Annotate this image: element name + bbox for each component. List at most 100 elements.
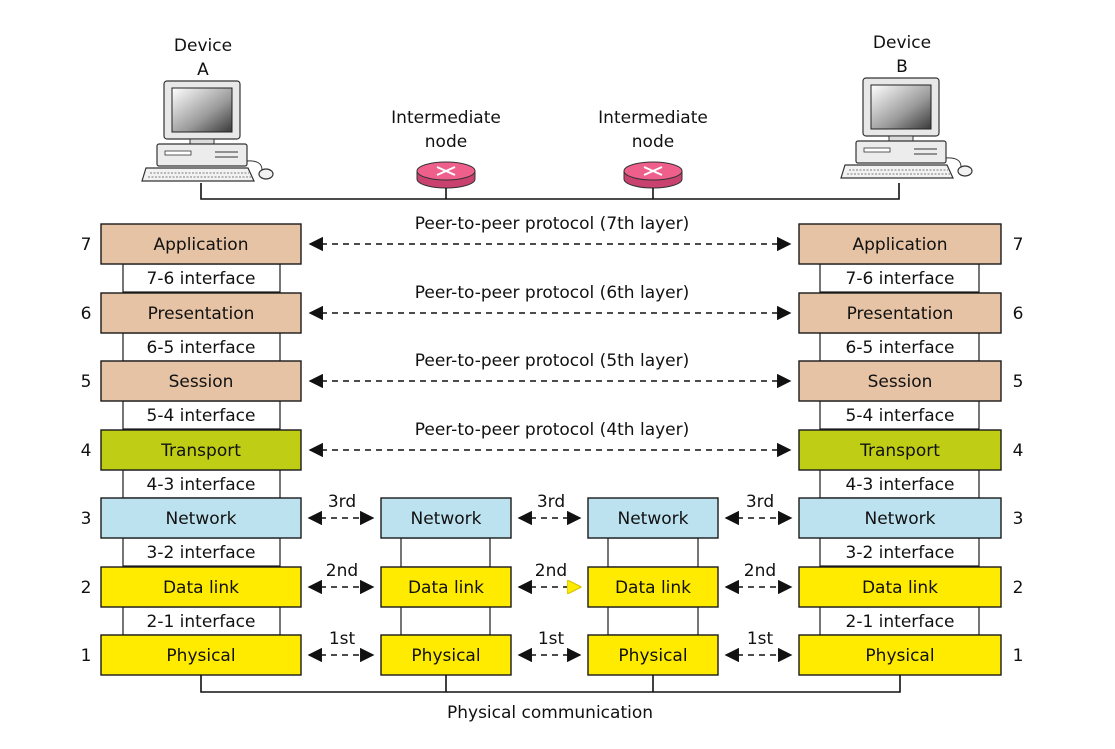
protocol-label: Peer-to-peer protocol (4th layer) bbox=[415, 420, 690, 440]
device-a-label-line2: A bbox=[197, 60, 209, 80]
layer-box-network bbox=[380, 497, 512, 539]
layer-box-application bbox=[798, 223, 1002, 265]
interface-connector bbox=[400, 537, 491, 568]
layer-number: 5 bbox=[81, 372, 92, 392]
layer-box-presentation bbox=[100, 292, 302, 334]
hop-label: 2nd bbox=[744, 561, 776, 581]
layer-label: Application bbox=[853, 235, 948, 255]
layer-number: 3 bbox=[1013, 509, 1024, 529]
layer-number: 6 bbox=[81, 304, 92, 324]
layer-number: 7 bbox=[1013, 235, 1024, 255]
stack-node-1: Network Data link Physical bbox=[380, 497, 512, 676]
interface-connector bbox=[607, 606, 699, 636]
layer-label: Transport bbox=[160, 441, 241, 461]
router-icon bbox=[623, 161, 683, 189]
stack-node-2: Network Data link Physical bbox=[587, 497, 719, 676]
layer-label: Network bbox=[166, 509, 237, 529]
layer-label: Physical bbox=[865, 646, 934, 666]
interface-label: 7-6 interface bbox=[846, 269, 955, 289]
hop-label: 3rd bbox=[328, 492, 356, 512]
interface-label: 5-4 interface bbox=[147, 406, 256, 426]
peer-arrows: Peer-to-peer protocol (7th layer) Peer-t… bbox=[308, 214, 792, 458]
layer-label: Data link bbox=[408, 578, 484, 598]
layer-box-data-link bbox=[100, 566, 302, 608]
interface-connector bbox=[122, 400, 281, 430]
layer-box-network bbox=[798, 497, 1002, 539]
layer-box-session bbox=[100, 360, 302, 402]
layer-label: Data link bbox=[862, 578, 938, 598]
interface-connector bbox=[122, 332, 281, 362]
computer-icon bbox=[141, 80, 274, 182]
layer-label: Presentation bbox=[847, 304, 954, 324]
interface-label: 7-6 interface bbox=[147, 269, 256, 289]
physical-link bbox=[200, 675, 901, 693]
layer-label: Network bbox=[865, 509, 936, 529]
layer-box-network bbox=[587, 497, 719, 539]
layer-box-session bbox=[798, 360, 1002, 402]
layer-box-data-link bbox=[798, 566, 1002, 608]
layer-box-physical bbox=[380, 634, 512, 676]
layer-label: Network bbox=[411, 509, 482, 529]
device-a-label-line1: Device bbox=[174, 36, 232, 56]
router-icon bbox=[416, 161, 476, 189]
protocol-label: Peer-to-peer protocol (5th layer) bbox=[415, 351, 690, 371]
layer-box-presentation bbox=[798, 292, 1002, 334]
hop-label: 3rd bbox=[537, 492, 565, 512]
network-link bbox=[200, 183, 900, 200]
layer-label: Physical bbox=[618, 646, 687, 666]
layer-number: 1 bbox=[1013, 646, 1024, 666]
interface-connector bbox=[122, 606, 281, 636]
layer-number: 4 bbox=[81, 441, 92, 461]
layer-label: Presentation bbox=[148, 304, 255, 324]
interface-label: 2-1 interface bbox=[846, 612, 955, 632]
layer-box-transport bbox=[100, 429, 302, 471]
stack-device-a: Application Presentation Session Transpo… bbox=[81, 223, 302, 676]
interface-label: 6-5 interface bbox=[846, 338, 955, 358]
layer-box-data-link bbox=[587, 566, 719, 608]
layer-number: 5 bbox=[1013, 372, 1024, 392]
interface-label: 4-3 interface bbox=[846, 475, 955, 495]
node-1-label-line2: node bbox=[425, 132, 467, 152]
hop-label: 1st bbox=[329, 629, 356, 649]
interface-connector bbox=[819, 400, 980, 430]
layer-label: Session bbox=[169, 372, 234, 392]
layer-number: 7 bbox=[81, 235, 92, 255]
layer-label: Physical bbox=[166, 646, 235, 666]
layer-number: 2 bbox=[81, 578, 92, 598]
hop-label: 2nd bbox=[535, 561, 567, 581]
device-b-label-line2: B bbox=[896, 57, 908, 77]
layer-label: Transport bbox=[859, 441, 940, 461]
stack-device-b: Application Presentation Session Transpo… bbox=[798, 223, 1024, 676]
layer-box-network bbox=[100, 497, 302, 539]
hop-label: 3rd bbox=[746, 492, 774, 512]
layer-label: Data link bbox=[615, 578, 691, 598]
interface-connector bbox=[122, 263, 281, 293]
layer-label: Data link bbox=[163, 578, 239, 598]
layer-number: 6 bbox=[1013, 304, 1024, 324]
interface-connector bbox=[819, 263, 980, 293]
hop-label: 1st bbox=[747, 629, 774, 649]
interface-connector bbox=[819, 537, 980, 567]
interface-connector bbox=[400, 606, 491, 636]
computer-icon bbox=[840, 77, 973, 179]
interface-label: 4-3 interface bbox=[147, 475, 256, 495]
interface-label: 2-1 interface bbox=[147, 612, 256, 632]
layer-number: 1 bbox=[81, 646, 92, 666]
hop-label: 2nd bbox=[326, 561, 358, 581]
layer-box-data-link bbox=[380, 566, 512, 608]
layer-label: Physical bbox=[411, 646, 480, 666]
layer-label: Application bbox=[154, 235, 249, 255]
physical-communication-label: Physical communication bbox=[447, 703, 653, 723]
interface-label: 6-5 interface bbox=[147, 338, 256, 358]
interface-connector bbox=[607, 537, 699, 568]
node-1-label-line1: Intermediate bbox=[391, 108, 501, 128]
interface-label: 3-2 interface bbox=[846, 543, 955, 563]
layer-number: 2 bbox=[1013, 578, 1024, 598]
hop-label: 1st bbox=[538, 629, 565, 649]
layer-label: Session bbox=[868, 372, 933, 392]
protocol-label: Peer-to-peer protocol (6th layer) bbox=[415, 283, 690, 303]
interface-label: 5-4 interface bbox=[846, 406, 955, 426]
layer-label: Network bbox=[618, 509, 689, 529]
layer-box-application bbox=[100, 223, 302, 265]
